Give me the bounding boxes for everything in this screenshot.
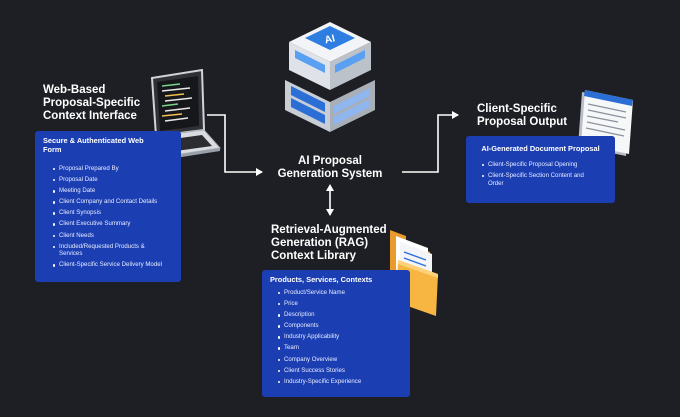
web-form-heading: Web-Based Proposal-Specific Context Inte… bbox=[43, 84, 140, 123]
list-item: Client-Specific Service Delivery Model bbox=[53, 261, 173, 269]
list-item: Client Company and Contact Details bbox=[53, 198, 173, 206]
rag-heading-line-1: Retrieval-Augmented bbox=[271, 224, 387, 236]
list-item: Client-Specific Proposal Opening bbox=[482, 161, 605, 169]
rag-library-card: Products, Services, Contexts Product/Ser… bbox=[262, 270, 410, 397]
output-heading-line-1: Client-Specific bbox=[477, 103, 557, 115]
rag-heading-line-2: Generation (RAG) bbox=[271, 237, 369, 249]
ai-server-illustration: AI bbox=[285, 22, 375, 132]
list-item: Description bbox=[278, 311, 402, 319]
output-item-list: Client-Specific Proposal Opening Client-… bbox=[482, 161, 605, 187]
ai-icon-label: AI bbox=[324, 33, 337, 46]
web-form-heading-line-3: Context Interface bbox=[43, 110, 137, 122]
rag-heading-line-3: Context Library bbox=[271, 250, 356, 262]
list-item: Proposal Prepared By bbox=[53, 165, 173, 173]
arrow-form-to-ai bbox=[207, 114, 263, 176]
output-heading: Client-Specific Proposal Output bbox=[477, 103, 567, 129]
list-item: Team bbox=[278, 344, 402, 352]
ai-system-title-line-2: Generation System bbox=[277, 168, 383, 180]
output-card: AI-Generated Document Proposal Client-Sp… bbox=[466, 136, 615, 203]
list-item: Proposal Date bbox=[53, 176, 173, 184]
arrow-ai-to-output bbox=[402, 111, 459, 173]
list-item: Product/Service Name bbox=[278, 289, 402, 297]
web-form-card: Secure & Authenticated Web Form Proposal… bbox=[35, 131, 181, 282]
web-form-heading-line-1: Web-Based bbox=[43, 84, 106, 96]
list-item: Company Overview bbox=[278, 356, 402, 364]
web-form-heading-line-2: Proposal-Specific bbox=[43, 97, 141, 109]
list-item: Client-Specific Section Content and Orde… bbox=[482, 172, 588, 187]
ai-system-title: AI Proposal Generation System bbox=[262, 155, 398, 181]
list-item: Components bbox=[278, 322, 402, 330]
list-item: Client Executive Summary bbox=[53, 220, 173, 228]
web-form-card-title: Secure & Authenticated Web Form bbox=[43, 136, 144, 154]
list-item: Client Needs bbox=[53, 232, 173, 240]
list-item: Industry Applicability bbox=[278, 333, 402, 341]
ai-system-title-line-1: AI Proposal bbox=[298, 155, 362, 167]
rag-library-heading: Retrieval-Augmented Generation (RAG) Con… bbox=[271, 224, 387, 263]
list-item: Client Success Stories bbox=[278, 367, 402, 375]
output-heading-line-2: Proposal Output bbox=[477, 116, 568, 128]
list-item: Meeting Date bbox=[53, 187, 173, 195]
rag-library-item-list: Product/Service Name Price Description C… bbox=[278, 289, 402, 385]
list-item: Industry-Specific Experience bbox=[278, 378, 402, 386]
list-item: Client Synopsis bbox=[53, 209, 173, 217]
list-item: Included/Requested Products & Services bbox=[53, 243, 159, 258]
list-item: Price bbox=[278, 300, 402, 308]
output-card-title: AI-Generated Document Proposal bbox=[481, 144, 600, 153]
rag-library-card-title: Products, Services, Contexts bbox=[270, 275, 373, 284]
web-form-item-list: Proposal Prepared By Proposal Date Meeti… bbox=[53, 165, 173, 269]
